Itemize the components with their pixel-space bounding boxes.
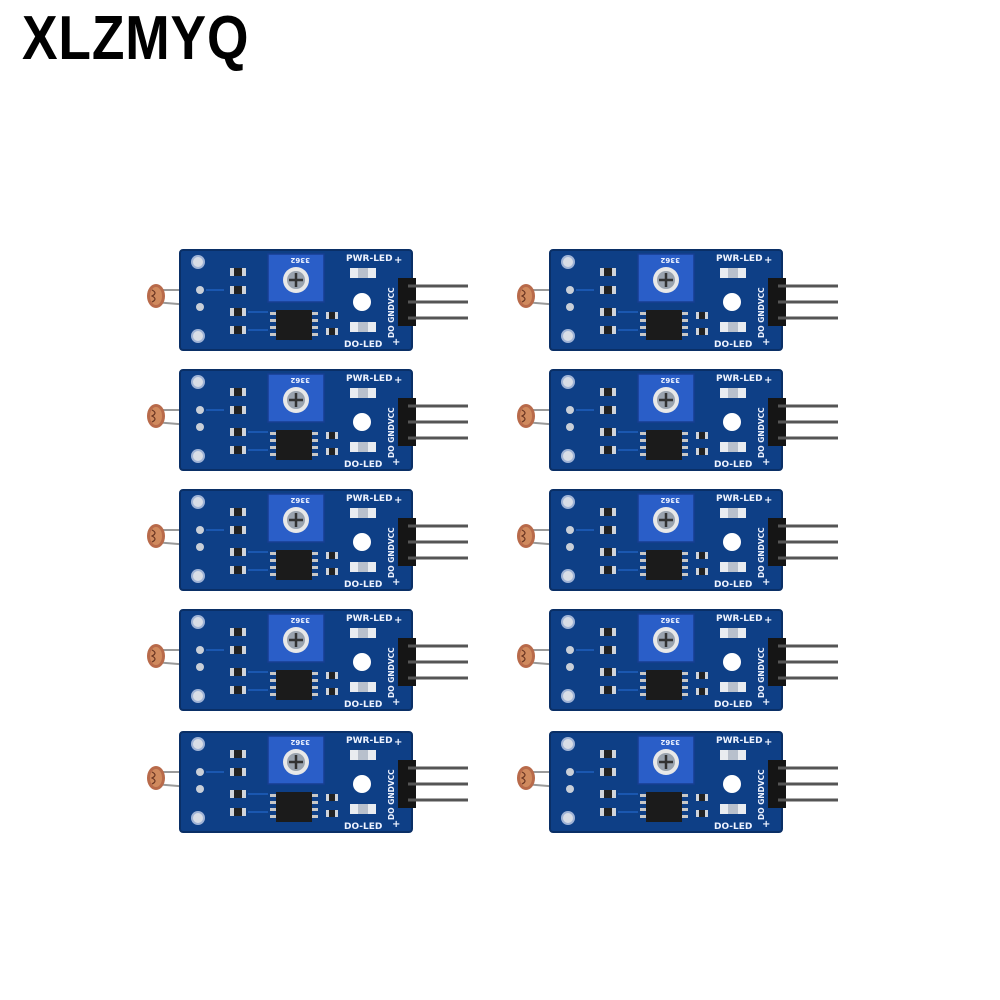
svg-text:PWR-LED: PWR-LED: [346, 494, 393, 504]
svg-text:PWR-LED: PWR-LED: [346, 736, 393, 746]
svg-text:DO GNDVCC: DO GNDVCC: [387, 527, 396, 578]
svg-text:3362: 3362: [290, 376, 310, 384]
svg-text:+: +: [394, 375, 402, 386]
svg-text:+: +: [762, 819, 770, 830]
svg-text:+: +: [394, 737, 402, 748]
sensor-module: 3362 PWR-LED + DO-LED + DO GNDVCC: [514, 249, 844, 354]
svg-text:3362: 3362: [660, 256, 680, 264]
svg-text:PWR-LED: PWR-LED: [716, 614, 763, 624]
svg-text:DO GNDVCC: DO GNDVCC: [757, 407, 766, 458]
brand-logo: XLZMYQ: [22, 4, 250, 73]
svg-text:+: +: [392, 697, 400, 708]
svg-text:+: +: [764, 495, 772, 506]
svg-text:DO GNDVCC: DO GNDVCC: [757, 287, 766, 338]
svg-text:3362: 3362: [660, 376, 680, 384]
svg-text:3362: 3362: [660, 496, 680, 504]
product-photo-grid: 3362 PWR-LED + DO-LED + DO GNDVCC: [142, 249, 858, 850]
svg-text:DO-LED: DO-LED: [714, 822, 752, 832]
sensor-module: 3362 PWR-LED + DO-LED + DO GNDVCC: [144, 369, 474, 474]
svg-text:DO GNDVCC: DO GNDVCC: [757, 769, 766, 820]
svg-text:DO-LED: DO-LED: [344, 580, 382, 590]
svg-text:+: +: [392, 577, 400, 588]
svg-text:3362: 3362: [290, 616, 310, 624]
svg-text:DO-LED: DO-LED: [714, 580, 752, 590]
svg-text:PWR-LED: PWR-LED: [716, 254, 763, 264]
svg-text:+: +: [392, 819, 400, 830]
svg-text:DO-LED: DO-LED: [714, 460, 752, 470]
svg-text:DO GNDVCC: DO GNDVCC: [387, 647, 396, 698]
svg-text:+: +: [762, 457, 770, 468]
svg-text:DO-LED: DO-LED: [714, 340, 752, 350]
svg-text:DO GNDVCC: DO GNDVCC: [757, 527, 766, 578]
svg-text:3362: 3362: [660, 616, 680, 624]
sensor-module: 3362 PWR-LED + DO-LED + DO GNDVCC: [144, 249, 474, 354]
sensor-module: 3362 PWR-LED + DO-LED + DO GNDVCC: [514, 369, 844, 474]
svg-text:PWR-LED: PWR-LED: [346, 374, 393, 384]
svg-text:3362: 3362: [290, 738, 310, 746]
svg-text:DO GNDVCC: DO GNDVCC: [757, 647, 766, 698]
sensor-module: 3362 PWR-LED + DO-LED + DO GNDVCC: [144, 609, 474, 714]
svg-text:+: +: [394, 495, 402, 506]
svg-text:DO-LED: DO-LED: [714, 700, 752, 710]
svg-text:3362: 3362: [660, 738, 680, 746]
svg-text:DO-LED: DO-LED: [344, 822, 382, 832]
svg-text:+: +: [764, 737, 772, 748]
sensor-module: 3362 PWR-LED + DO-LED + DO GNDVCC: [514, 489, 844, 594]
svg-text:PWR-LED: PWR-LED: [346, 614, 393, 624]
svg-text:PWR-LED: PWR-LED: [716, 494, 763, 504]
svg-text:+: +: [762, 577, 770, 588]
svg-text:PWR-LED: PWR-LED: [716, 374, 763, 384]
svg-text:+: +: [762, 337, 770, 348]
svg-text:+: +: [392, 457, 400, 468]
svg-text:PWR-LED: PWR-LED: [716, 736, 763, 746]
svg-text:DO GNDVCC: DO GNDVCC: [387, 407, 396, 458]
svg-text:DO-LED: DO-LED: [344, 340, 382, 350]
sensor-module: 3362 PWR-LED + DO-LED + DO GNDVCC: [144, 489, 474, 594]
svg-text:+: +: [394, 255, 402, 266]
svg-text:+: +: [764, 255, 772, 266]
svg-text:DO GNDVCC: DO GNDVCC: [387, 769, 396, 820]
svg-text:DO-LED: DO-LED: [344, 700, 382, 710]
sensor-module: 3362 PWR-LED + DO-LED + DO GNDVCC: [144, 731, 474, 836]
svg-text:+: +: [764, 375, 772, 386]
svg-text:3362: 3362: [290, 256, 310, 264]
svg-text:DO GNDVCC: DO GNDVCC: [387, 287, 396, 338]
svg-text:DO-LED: DO-LED: [344, 460, 382, 470]
svg-text:3362: 3362: [290, 496, 310, 504]
svg-text:+: +: [762, 697, 770, 708]
svg-text:PWR-LED: PWR-LED: [346, 254, 393, 264]
sensor-module: 3362 PWR-LED + DO-LED + DO GNDVCC: [514, 731, 844, 836]
sensor-module: 3362 PWR-LED + DO-LED + DO GNDVCC: [514, 609, 844, 714]
svg-text:+: +: [764, 615, 772, 626]
svg-text:+: +: [392, 337, 400, 348]
svg-text:+: +: [394, 615, 402, 626]
